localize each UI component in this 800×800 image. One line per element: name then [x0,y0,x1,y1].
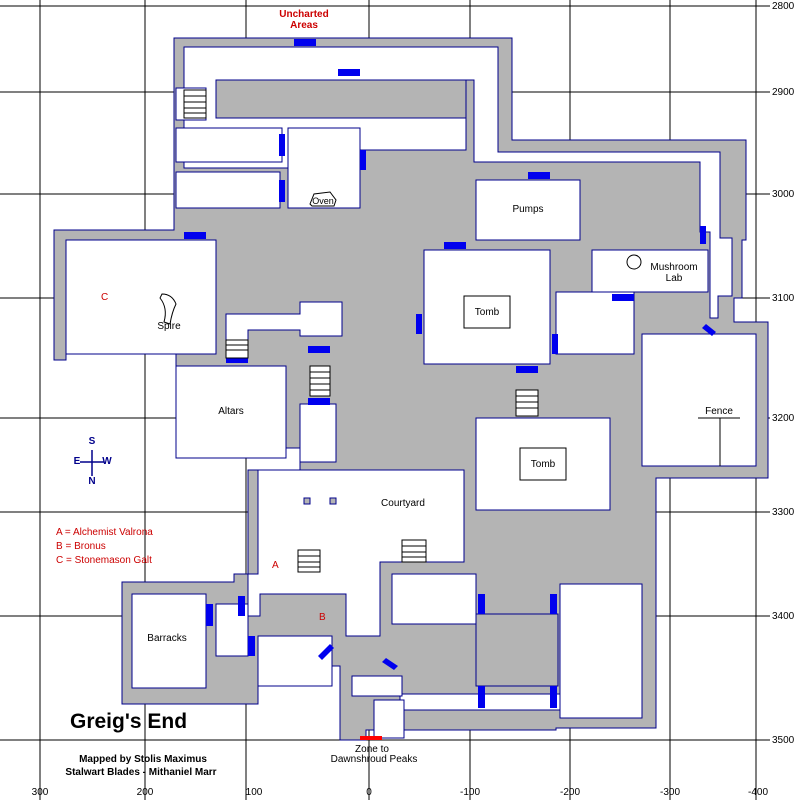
marker-b: B [319,612,326,623]
map-title: Greig's End [70,710,188,733]
y-tick-3300: 3300 [772,507,795,518]
x-tick-200: 200 [136,787,154,798]
spire-shape [159,293,177,325]
marker-a: A [272,560,279,571]
room-label-barracks: Barracks [147,633,187,644]
room-label-fence: Fence [705,406,733,417]
x-tick-neg300: -300 [659,787,681,798]
room-label-courtyard: Courtyard [381,498,425,509]
x-tick-neg200: -200 [559,787,581,798]
north-exit-label-1: Uncharted [279,9,329,20]
y-tick-3000: 3000 [772,189,795,200]
x-tick-300: 300 [31,787,49,798]
tomb-box-south [519,447,567,481]
x-tick-0: 0 [366,787,372,798]
solid-blocks [215,79,559,687]
room-label-lab: Lab [665,273,683,284]
doors [184,39,716,708]
marker-c: C [101,292,109,303]
y-tick-3400: 3400 [772,611,795,622]
compass-e: E [73,456,81,467]
y-tick-3200: 3200 [772,413,795,424]
compass-n: N [88,476,96,487]
compass-w: W [102,456,112,467]
room-label-altars: Altars [218,406,244,417]
room-label-spire: Spire [157,321,181,332]
compass-s: S [88,436,96,447]
room-label-pumps: Pumps [512,204,544,215]
legend-entry-c: C = Stonemason Galt [56,555,152,566]
x-tick-100: 100 [245,787,263,798]
zone-exit-marker [360,736,382,740]
credits-line-1: Mapped by Stolis Maximus [79,754,207,765]
south-exit-label-2: Dawnshroud Peaks [330,754,418,765]
oven-shape [309,191,337,207]
features [159,191,740,505]
room-label-mushroom: Mushroom [650,262,698,273]
y-tick-3500: 3500 [772,735,795,746]
room-label-tomb-north: Tomb [474,307,500,318]
x-tick-neg400: -400 [747,787,769,798]
stairs [183,89,539,573]
room-label-oven: Oven [312,196,334,206]
credits-line-2: Stalwart Blades - Mithaniel Marr [65,767,217,778]
room-label-tomb-south: Tomb [530,459,556,470]
x-tick-neg100: -100 [459,787,481,798]
mushroom-icon [626,254,642,270]
y-tick-2900: 2900 [772,87,795,98]
legend-entry-a: A = Alchemist Valrona [56,527,153,538]
open-areas [65,46,757,739]
legend-entry-b: B = Bronus [56,541,106,552]
north-exit-label-2: Areas [290,20,318,31]
y-tick-3100: 3100 [772,293,795,304]
compass [80,450,104,476]
south-exit-label-1: Zone to [355,744,389,755]
y-tick-2800: 2800 [772,1,795,12]
tomb-box-north [463,295,511,329]
